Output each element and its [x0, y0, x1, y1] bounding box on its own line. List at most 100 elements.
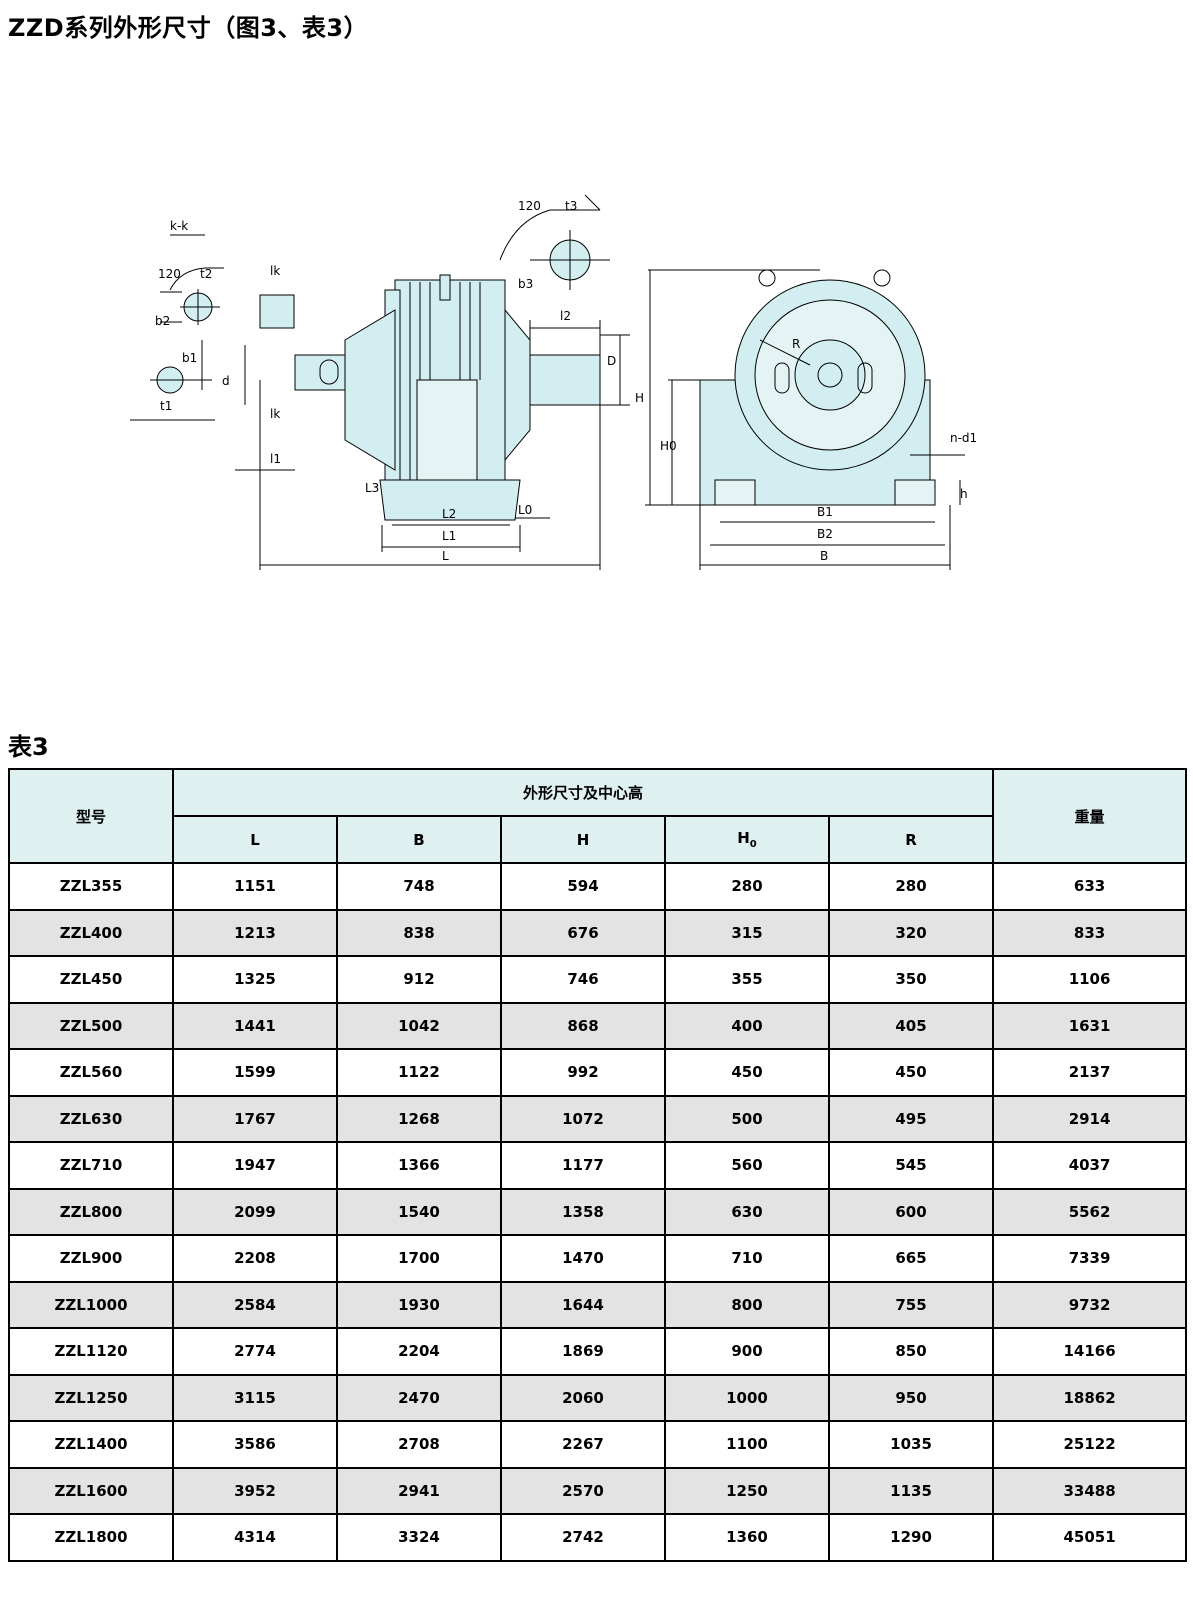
- cell-R: 1035: [827, 1420, 995, 1469]
- cell-model: ZZL355: [8, 862, 174, 911]
- cell-H0: 1360: [664, 1513, 830, 1562]
- cell-R: 665: [827, 1234, 995, 1283]
- cell-B: 2941: [336, 1466, 502, 1515]
- cell-R: 1290: [827, 1513, 995, 1562]
- cell-B: 2708: [336, 1420, 502, 1469]
- label-t2: t2: [200, 267, 212, 281]
- cell-weight: 33488: [992, 1466, 1188, 1515]
- cell-model: ZZL560: [8, 1048, 174, 1097]
- label-L: L: [442, 549, 449, 563]
- cell-B: 1268: [336, 1094, 502, 1143]
- cell-L: 2099: [172, 1187, 338, 1236]
- label-b3: b3: [518, 277, 533, 291]
- cell-H: 2570: [500, 1466, 666, 1515]
- cell-model: ZZL1120: [8, 1327, 174, 1376]
- cell-L: 1151: [172, 862, 338, 911]
- key-detail: [259, 294, 295, 329]
- cell-B: 1540: [336, 1187, 502, 1236]
- label-H0: H0: [660, 439, 677, 453]
- drawing-labels: k-k 120 t2 b2 b1 t1 d lk lk l1 L3 L2 L1 …: [155, 199, 977, 563]
- cell-H: 2742: [500, 1513, 666, 1562]
- cell-H: 1072: [500, 1094, 666, 1143]
- cell-L: 1325: [172, 955, 338, 1004]
- cell-H0: 560: [664, 1141, 830, 1190]
- label-L3: L3: [365, 481, 379, 495]
- label-L0: L0: [518, 503, 532, 517]
- label-b2: b2: [155, 314, 170, 328]
- cell-H: 2267: [500, 1420, 666, 1469]
- cell-weight: 9732: [992, 1280, 1188, 1329]
- label-d: d: [222, 374, 230, 388]
- header-H: H: [500, 815, 666, 864]
- header-group: 外形尺寸及中心高: [171, 768, 995, 817]
- cell-B: 838: [336, 908, 502, 957]
- cell-weight: 2914: [992, 1094, 1188, 1143]
- cell-H: 868: [500, 1001, 666, 1050]
- cell-H0: 710: [664, 1234, 830, 1283]
- label-k-top: lk: [270, 264, 280, 278]
- cell-R: 755: [827, 1280, 995, 1329]
- label-B: B: [820, 549, 828, 563]
- cell-L: 2774: [172, 1327, 338, 1376]
- cell-model: ZZL400: [8, 908, 174, 957]
- header-L: L: [172, 815, 338, 864]
- cell-R: 545: [827, 1141, 995, 1190]
- cell-model: ZZL500: [8, 1001, 174, 1050]
- cell-H0: 500: [664, 1094, 830, 1143]
- label-H: H: [635, 391, 644, 405]
- cell-B: 2204: [336, 1327, 502, 1376]
- cell-H0: 1250: [664, 1466, 830, 1515]
- cell-weight: 5562: [992, 1187, 1188, 1236]
- cell-H: 746: [500, 955, 666, 1004]
- label-D: D: [607, 354, 616, 368]
- cell-H0: 315: [664, 908, 830, 957]
- cell-L: 3952: [172, 1466, 338, 1515]
- cell-weight: 833: [992, 908, 1188, 957]
- cell-model: ZZL1400: [8, 1420, 174, 1469]
- label-h: h: [960, 487, 968, 501]
- cell-H: 1644: [500, 1280, 666, 1329]
- label-b1: b1: [182, 351, 197, 365]
- cell-R: 950: [827, 1373, 995, 1422]
- header-R: R: [827, 815, 995, 864]
- cell-H0: 400: [664, 1001, 830, 1050]
- label-kk: k-k: [170, 219, 188, 233]
- label-l2: l2: [560, 309, 571, 323]
- header-weight: 重量: [992, 768, 1188, 864]
- cell-B: 1042: [336, 1001, 502, 1050]
- cell-R: 600: [827, 1187, 995, 1236]
- cell-R: 280: [827, 862, 995, 911]
- cell-H: 1177: [500, 1141, 666, 1190]
- cell-H0: 900: [664, 1327, 830, 1376]
- label-t1: t1: [160, 399, 172, 413]
- cell-H0: 355: [664, 955, 830, 1004]
- cell-R: 1135: [827, 1466, 995, 1515]
- cell-model: ZZL450: [8, 955, 174, 1004]
- cell-B: 1366: [336, 1141, 502, 1190]
- cell-L: 2584: [172, 1280, 338, 1329]
- cell-H: 1358: [500, 1187, 666, 1236]
- cell-H: 2060: [500, 1373, 666, 1422]
- label-L2: L2: [442, 507, 456, 521]
- cell-L: 2208: [172, 1234, 338, 1283]
- cell-R: 350: [827, 955, 995, 1004]
- table-caption: 表3: [8, 733, 49, 761]
- cell-weight: 1106: [992, 955, 1188, 1004]
- cell-B: 2470: [336, 1373, 502, 1422]
- cell-B: 748: [336, 862, 502, 911]
- cell-H0: 630: [664, 1187, 830, 1236]
- cell-model: ZZL1800: [8, 1513, 174, 1562]
- cell-H0: 280: [664, 862, 830, 911]
- cell-B: 912: [336, 955, 502, 1004]
- cell-weight: 1631: [992, 1001, 1188, 1050]
